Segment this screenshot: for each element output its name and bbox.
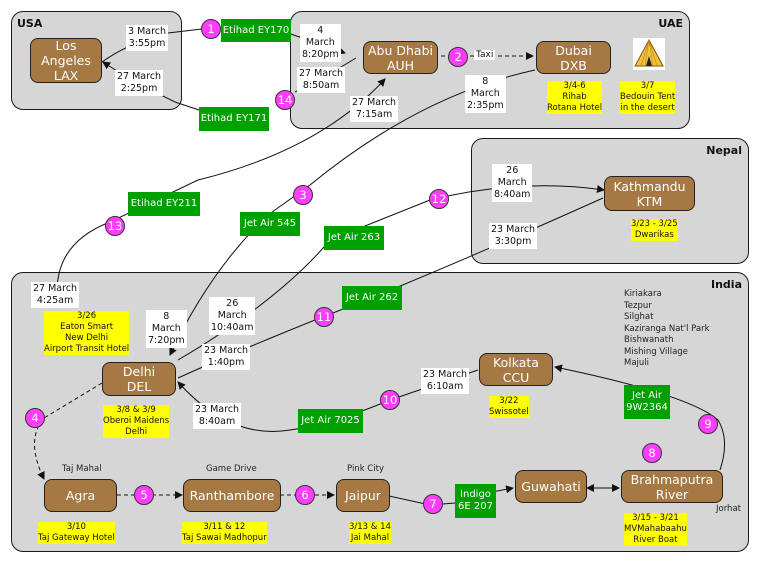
hotel-kolkata: 3/22 Swissotel <box>489 396 529 418</box>
region-label-usa: USA <box>17 17 43 30</box>
city-ranthambore[interactable]: Ranthambore <box>183 479 281 512</box>
flight-jet-air-9w2364: Jet Air 9W2364 <box>624 385 670 419</box>
time-lax-arrival: 27 March 2:25pm <box>115 70 164 96</box>
hotel-jaipur: 3/13 & 14 Jai Mahal <box>349 522 391 544</box>
region-label-india: India <box>711 278 742 291</box>
hotel-dubai: 3/4-6 Rihab Rotana Hotel <box>547 81 603 114</box>
step-10: 10 <box>380 390 400 410</box>
step-2: 2 <box>448 47 468 67</box>
city-brahmaputra-river[interactable]: Brahmaputra River <box>621 470 723 503</box>
time-del-arrival-23-march: 23 March 8:40am <box>193 403 242 429</box>
city-agra[interactable]: Agra <box>44 479 117 512</box>
place-item: Kiriakara <box>624 289 662 299</box>
step-4: 4 <box>25 408 45 428</box>
time-dxb-departure: 8 March 2:35pm <box>465 75 506 113</box>
hotel-brahmaputra: 3/15 - 3/21 MVMahabaahu River Boat <box>624 513 687 546</box>
step-13: 13 <box>105 216 125 236</box>
time-ccu-departure: 23 March 6:10am <box>421 368 470 394</box>
step-1: 1 <box>201 19 221 39</box>
note-taj-mahal: Taj Mahal <box>62 464 102 474</box>
step-7: 7 <box>423 494 443 514</box>
city-abu-dhabi[interactable]: Abu Dhabi AUH <box>363 41 438 74</box>
city-los-angeles[interactable]: Los Angeles LAX <box>30 38 102 83</box>
flight-jet-air-7025: Jet Air 7025 <box>298 409 363 433</box>
city-delhi[interactable]: Delhi DEL <box>102 362 176 396</box>
city-guwahati[interactable]: Guwahati <box>515 470 587 503</box>
flight-etihad-ey211: Etihad EY211 <box>128 192 200 216</box>
time-auh-arrival: 4 March 8:20pm <box>300 24 341 62</box>
city-jaipur[interactable]: Jaipur <box>336 479 390 512</box>
place-item: Tezpur <box>624 300 652 311</box>
city-dubai[interactable]: Dubai DXB <box>536 41 611 74</box>
step-11: 11 <box>314 307 334 327</box>
hotel-delhi-transit: 3/26 Eaton Smart New Delhi Airport Trans… <box>44 311 130 355</box>
time-del-departure-23-march: 23 March 1:40pm <box>202 344 251 370</box>
place-item: Mishing Village <box>624 346 688 357</box>
city-kolkata[interactable]: Kolkata CCU <box>479 353 553 386</box>
taxi-label: Taxi <box>474 50 496 60</box>
hotel-agra: 3/10 Taj Gateway Hotel <box>38 522 115 544</box>
step-8: 8 <box>642 443 662 463</box>
flight-indigo-6e207: Indigo 6E 207 <box>455 484 496 518</box>
flight-etihad-ey171: Etihad EY171 <box>199 107 269 131</box>
step-12: 12 <box>429 189 449 209</box>
time-auh-departure-return: 27 March 8:50am <box>297 67 346 93</box>
hotel-delhi: 3/8 & 3/9 Oberoi Maidens Delhi <box>103 405 170 438</box>
city-kathmandu[interactable]: Kathmandu KTM <box>604 176 695 211</box>
note-pink-city: Pink City <box>347 464 384 474</box>
tent-icon <box>633 38 665 70</box>
time-ktm-departure: 23 March 3:30pm <box>489 223 538 249</box>
place-item: Majuli <box>624 358 650 368</box>
step-14: 14 <box>275 90 295 110</box>
places-list: Kiriakara Tezpur Silghat Kaziranga Nat'l… <box>624 289 710 370</box>
time-del-arrival-26-march: 26 March 10:40am <box>209 297 256 335</box>
step-5: 5 <box>134 485 154 505</box>
hotel-ranthambore: 3/11 & 12 Taj Sawai Madhopur <box>182 522 267 544</box>
flight-jet-air-263: Jet Air 263 <box>324 226 384 250</box>
step-9: 9 <box>698 414 718 434</box>
place-item: Silghat <box>624 312 654 322</box>
hotel-bedouin-tent: 3/7 Bedouin Tent in the desert <box>620 81 676 114</box>
flight-etihad-ey170: Etihad EY170 <box>221 19 291 42</box>
time-del-departure-return: 27 March 4:25am <box>31 282 80 308</box>
flight-jet-air-262: Jet Air 262 <box>342 286 402 310</box>
step-3: 3 <box>293 185 313 205</box>
time-lax-departure: 3 March 3:55pm <box>126 25 169 51</box>
flight-jet-air-545: Jet Air 545 <box>240 212 300 236</box>
time-del-arrival-8-march: 8 March 7:20pm <box>146 310 187 348</box>
note-game-drive: Game Drive <box>206 464 257 474</box>
place-item: Bishwanath <box>624 335 674 345</box>
note-jorhat: Jorhat <box>716 504 741 514</box>
region-label-uae: UAE <box>658 17 683 30</box>
place-item: Kaziranga Nat'l Park <box>624 323 710 334</box>
time-ktm-arrival: 26 March 8:40am <box>492 164 533 202</box>
hotel-kathmandu: 3/23 - 3/25 Dwarikas <box>631 219 678 241</box>
step-6: 6 <box>295 485 315 505</box>
time-auh-arrival-return: 27 March 7:15am <box>350 96 399 122</box>
region-label-nepal: Nepal <box>706 144 742 157</box>
